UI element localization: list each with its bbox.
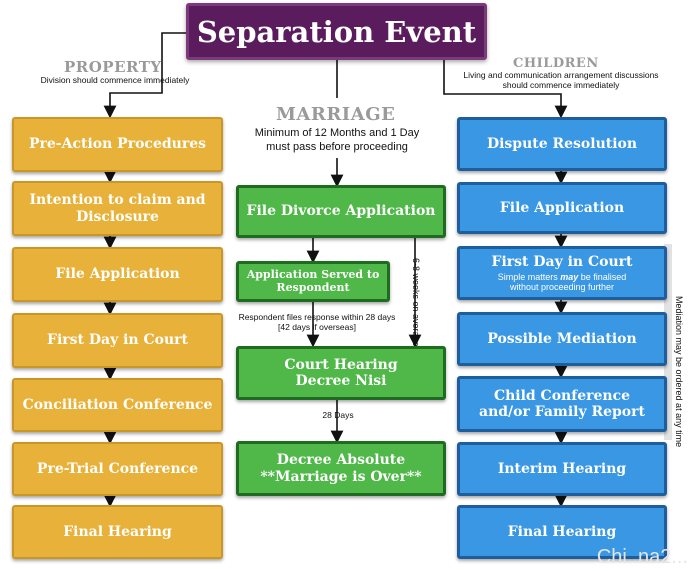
title-to-property-line <box>103 32 186 119</box>
marriage-note-line2: must pass before proceeding <box>266 140 408 153</box>
children-heading: CHILDREN <box>513 56 599 71</box>
children-file-application: File Application <box>457 182 667 234</box>
mediation-side-note: Mediation may be ordered at any time <box>674 296 684 448</box>
child-conference-line2: and/or Family Report <box>479 404 645 420</box>
court-hearing-line2: Decree Nisi <box>295 373 387 389</box>
decree-absolute: Decree Absolute **Marriage is Over** <box>236 441 446 496</box>
interim-hearing: Interim Hearing <box>457 442 667 496</box>
file-divorce-application: File Divorce Application <box>236 185 446 238</box>
marriage-note-line1: Minimum of 12 Months and 1 Day <box>254 127 420 139</box>
weeks-note: 6-8 weeks on average <box>411 258 421 347</box>
property-step-file-application: File Application <box>12 247 223 302</box>
application-served: Application Served to Respondent <box>236 261 390 302</box>
possible-mediation: Possible Mediation <box>457 312 667 366</box>
children-first-day-label: First Day in Court <box>491 253 633 270</box>
response-note-line1: Respondent files response within 28 days <box>238 312 396 322</box>
days-note: 28 Days <box>322 410 354 420</box>
children-note-line1: Living and communication arrangement dis… <box>463 70 659 80</box>
separation-event-title: Separation Event <box>186 3 487 60</box>
watermark: Chi..na2... <box>596 546 688 568</box>
mediation-side-bar <box>664 244 672 440</box>
property-step-pre-trial: Pre-Trial Conference <box>12 442 223 496</box>
dispute-resolution: Dispute Resolution <box>457 117 667 171</box>
decree-absolute-line2: **Marriage is Over** <box>260 468 422 485</box>
property-note: Division should commence immediately <box>40 75 190 85</box>
child-conference: Child Conference and/or Family Report <box>457 376 667 432</box>
property-heading: PROPERTY <box>64 58 162 76</box>
property-step-first-day: First Day in Court <box>12 313 223 368</box>
court-hearing-decree-nisi: Court Hearing Decree Nisi <box>236 346 446 400</box>
property-step-conciliation: Conciliation Conference <box>12 378 223 432</box>
children-note-line2: should commence immediately <box>502 80 620 91</box>
property-step-final-hearing: Final Hearing <box>12 505 223 559</box>
property-step-pre-action: Pre-Action Procedures <box>12 117 223 172</box>
child-conference-line1: Child Conference <box>493 387 631 404</box>
marriage-note: Minimum of 12 Months and 1 Day must pass… <box>232 127 442 155</box>
court-hearing-line1: Court Hearing <box>284 356 398 373</box>
children-note: Living and communication arrangement dis… <box>446 70 676 90</box>
property-step-intention: Intention to claim and Disclosure <box>12 181 223 236</box>
children-first-day: First Day in Court Simple matters may be… <box>457 246 667 300</box>
response-note-line2: [42 days if overseas] <box>278 322 356 333</box>
decree-absolute-line1: Decree Absolute <box>276 452 406 469</box>
marriage-heading: MARRIAGE <box>276 104 396 125</box>
response-note: Respondent files response within 28 days… <box>228 312 406 332</box>
children-final-hearing: Final Hearing <box>457 505 667 559</box>
